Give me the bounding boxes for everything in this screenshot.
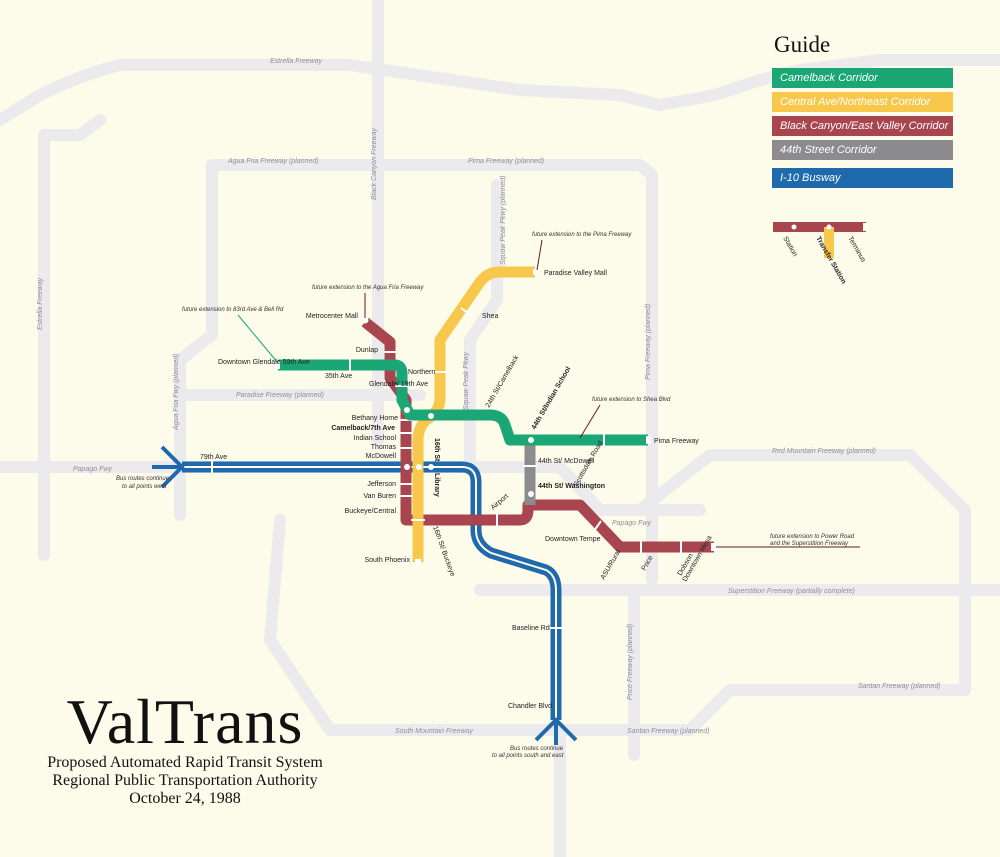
note-text: and the Superstition Freeway [770, 541, 849, 547]
station-label: Downtown Tempe [545, 536, 601, 543]
freeway-agua-fria-vertical [174, 159, 218, 521]
station-label: 24th St/Camelback [485, 354, 521, 409]
station-label: Airport [490, 493, 510, 512]
extension-leaders [237, 239, 860, 548]
station-label: Downtown Glendale 59th Ave [218, 359, 310, 366]
station-label: Library [433, 473, 440, 497]
note-text: future extension to 83rd Ave & Bell Rd [182, 307, 284, 313]
freeway-labels: Estrella Freeway Estrella Freeway Agua F… [37, 58, 941, 735]
station-label: Jefferson [367, 481, 396, 488]
freeway-label: Superstition Freeway (partially complete… [728, 588, 855, 595]
key-station-label: Station [781, 236, 798, 258]
freeway-label: Papago Fwy [612, 520, 651, 527]
station-label: Paradise Valley Mall [544, 270, 607, 277]
subtitle-line: October 24, 1988 [129, 790, 241, 807]
freeway-santan [554, 684, 971, 736]
station-label: 44th St/ Washington [538, 483, 605, 490]
freeway-west-loop [38, 114, 106, 141]
freeway-label: Squaw Peak Pkwy (planned) [500, 176, 507, 266]
guide-legend: Guide Camelback Corridor Central Ave/Nor… [772, 32, 957, 192]
title-block: ValTrans Proposed Automated Rapid Transi… [30, 690, 340, 808]
station-label: Indian School [354, 435, 397, 442]
freeway-label: Estrella Freeway [270, 58, 323, 65]
station-label: Thomas [371, 444, 397, 451]
station-label: Glendale/ 19th Ave [369, 381, 428, 388]
line-i10-busway [152, 445, 578, 745]
note-text: future extension to Shea Blvd [592, 397, 671, 403]
note-text: to all points south and east [492, 753, 564, 759]
note-text: Bus routes continue [116, 476, 170, 482]
station-label: 79th Ave [200, 454, 227, 461]
station-label: McDowell [366, 453, 397, 460]
station-label: Van Buren [363, 493, 396, 500]
freeway-label: Agua Fria Fwy (planned) [173, 353, 180, 431]
legend-camelback: Camelback Corridor [772, 68, 953, 88]
freeway-south-mountain [264, 514, 566, 736]
station-label: Pima Freeway [654, 438, 699, 445]
note-text: future extension to the Agua Fria Freewa… [312, 285, 425, 291]
note-text: Bus routes continue [510, 746, 564, 752]
freeway-label: Pima Freeway (planned) [468, 158, 544, 165]
station-label: Chandler Blvd [508, 703, 552, 710]
freeway-label: Red Mountain Freeway (planned) [772, 448, 876, 455]
station-label: Dunlap [356, 347, 378, 354]
legend-black-canyon: Black Canyon/East Valley Corridor [772, 116, 953, 136]
station-label: 16th St/ Buckeye [431, 525, 456, 577]
station-label: 35th Ave [325, 373, 352, 380]
freeway-squaw-peak-top [464, 179, 503, 476]
freeway-agua-fria [206, 159, 658, 586]
guide-title: Guide [774, 32, 831, 57]
station-label: Camelback/7th Ave [331, 425, 395, 432]
subtitle-line: Regional Public Transportation Authority [52, 772, 318, 789]
freeway-estrella [0, 54, 1000, 126]
station-label: Baseline Rd [512, 625, 550, 632]
guide-key: Station Transfer Station Terminus [773, 222, 867, 285]
legend-central-northeast: Central Ave/Northeast Corridor [772, 92, 953, 112]
freeway-label: South Mountain Freeway [395, 728, 473, 735]
note-text: to all points west [122, 484, 167, 490]
station-label: Shea [482, 313, 498, 320]
legend-44th-street: 44th Street Corridor [772, 140, 953, 160]
freeway-label: Pima Freeway (planned) [645, 304, 652, 380]
freeway-label: Squaw Peak Pkwy [463, 352, 470, 410]
note-text: future extension to the Pima Freeway [532, 232, 632, 238]
station-label: 16th St [433, 438, 440, 462]
station-label: South Phoenix [364, 557, 410, 564]
freeway-label: Agua Fria Freeway (planned) [227, 158, 319, 165]
note-text: future extension to Power Road [770, 534, 855, 540]
station-label: Bethany Home [352, 415, 398, 422]
freeway-label: Black Canyon Freeway [371, 128, 378, 200]
station-label: 44th St/ McDowell [538, 458, 595, 465]
freeway-label: Santan Freeway (planned) [858, 683, 941, 690]
freeway-label: Paradise Freeway (planned) [236, 392, 324, 399]
station-label: Northern [408, 369, 435, 376]
station-label: Buckeye/Central [345, 508, 397, 515]
freeway-label: Papago Fwy [73, 466, 112, 473]
freeway-label: Price Freeway (planned) [627, 624, 634, 700]
freeway-label: Santan Freeway (planned) [627, 728, 710, 735]
freeway-red-mountain [634, 449, 971, 696]
transfer-stations [404, 407, 534, 497]
station-label: 44th St/Indian School [531, 366, 573, 431]
legend-i10-busway: I-10 Busway [772, 168, 953, 188]
map-title: ValTrans [66, 686, 304, 757]
line-central-northeast [411, 266, 539, 564]
station-label: ASU/Rural [600, 548, 623, 581]
line-black-canyon-east-valley [361, 316, 716, 554]
key-terminus-label: Terminus [846, 236, 867, 265]
station-label: Metrocenter Mall [306, 313, 359, 320]
line-camelback [275, 358, 651, 447]
freeway-label: Estrella Freeway [37, 277, 44, 330]
map-notes: future extension to the Agua Fria Freewa… [116, 232, 855, 759]
subtitle-line: Proposed Automated Rapid Transit System [47, 754, 323, 771]
